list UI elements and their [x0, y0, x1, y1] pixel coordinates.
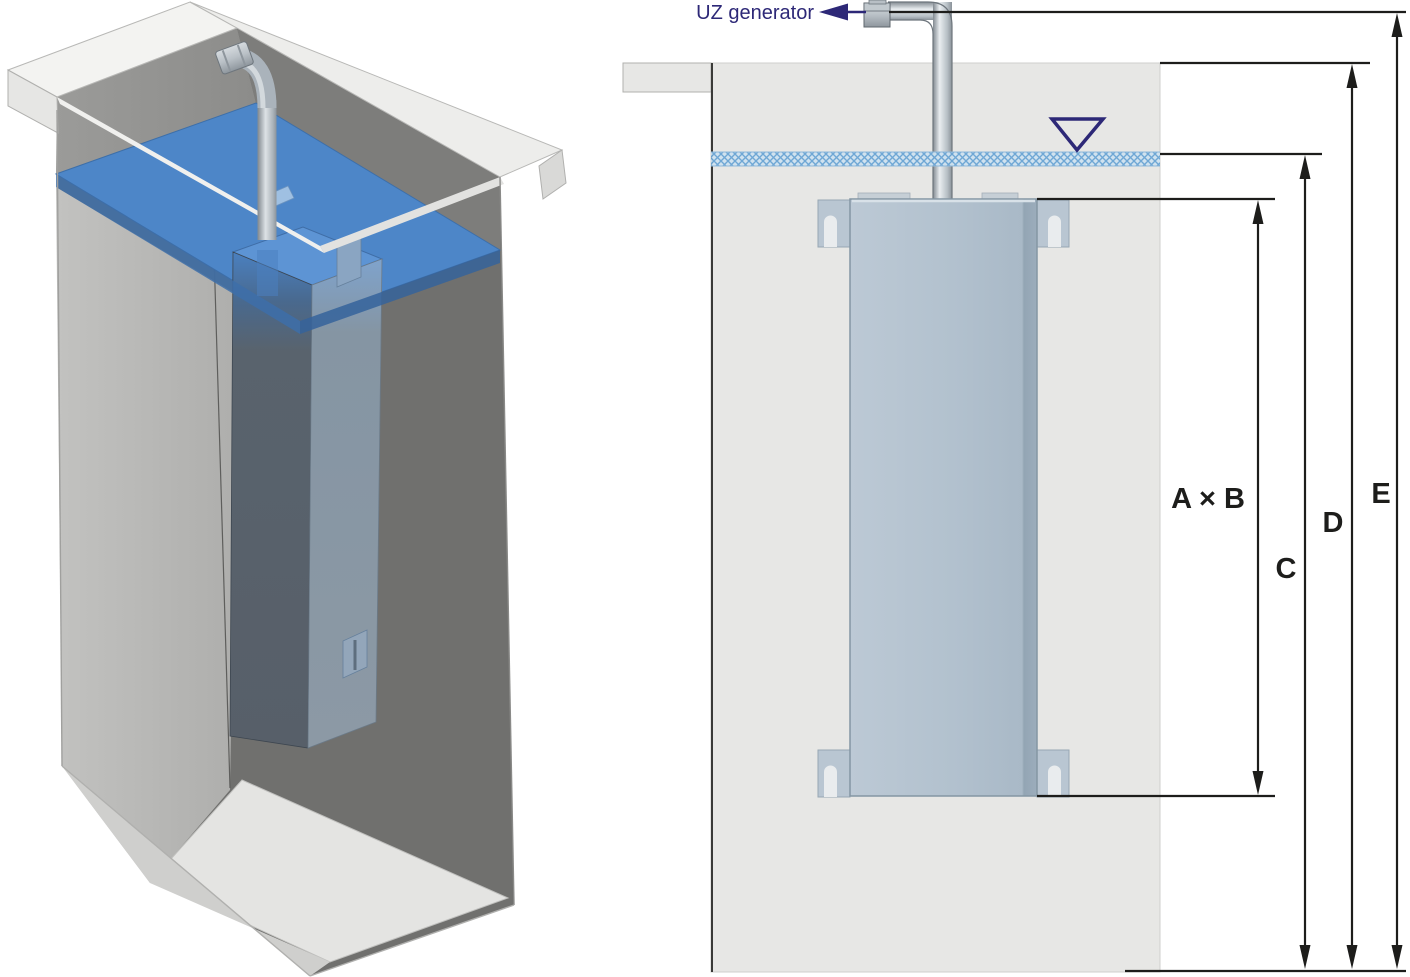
waterline2d — [711, 151, 1160, 167]
unit2d-slot-tr — [1048, 215, 1061, 247]
waterline2d-band — [711, 152, 1160, 166]
iso-view — [6, 1, 567, 977]
dimension-label-ab: A × B — [1171, 483, 1245, 515]
pipe2d-vertical — [933, 20, 952, 200]
dimension-label-c: C — [1276, 553, 1297, 585]
rim-frontright — [320, 177, 504, 253]
pipe2d-coupling-tab — [868, 0, 887, 5]
dimension-e — [1391, 13, 1403, 969]
dimensions — [889, 10, 1406, 973]
dimension-label-e: E — [1371, 478, 1390, 510]
rim-lip-left — [7, 69, 59, 134]
tank2d-flange — [622, 62, 712, 93]
dimension-c — [1299, 155, 1311, 969]
unit3d — [229, 185, 384, 749]
unit2d-slot-tl — [824, 215, 837, 247]
tank3d-backright-wall — [237, 28, 500, 250]
pipe2d-outline — [888, 1, 953, 199]
pipe3d-waterline-tint — [257, 250, 278, 296]
generator-callout: UZ generator — [696, 2, 866, 24]
unit2d-slot-br — [1048, 765, 1061, 797]
water3d-edge-right — [300, 250, 500, 334]
dimension-ab — [1252, 200, 1264, 795]
tank3d-bottom-left-edge — [61, 765, 311, 977]
unit2d-slot-bl — [824, 765, 837, 797]
pipe3d-coupling — [215, 41, 254, 75]
generator-label: UZ generator — [696, 2, 814, 24]
dimension-d — [1346, 64, 1358, 969]
tank3d-bottom-edge — [62, 766, 330, 976]
tank3d-left-edge — [56, 109, 63, 767]
tank3d-frontleft-wall — [56, 187, 238, 883]
left-arrow-icon — [819, 3, 848, 21]
rim-frontleft — [57, 97, 324, 253]
dimension-label-d: D — [1323, 507, 1344, 539]
elevation-view: A × B C D E UZ generator — [622, 0, 1406, 973]
tank3d-rim — [6, 1, 567, 253]
tank3d-right-edge — [499, 176, 515, 906]
pipe3d — [215, 41, 278, 296]
tank3d-backleft-wall — [56, 28, 256, 174]
tank3d-bottom-right-edge — [309, 904, 515, 977]
rim-lip-right — [538, 149, 567, 200]
unit2d — [817, 192, 1070, 798]
water-level-symbol-icon — [1048, 117, 1107, 153]
water3d-edge-left — [56, 174, 300, 334]
unit2d-body — [849, 198, 1038, 797]
